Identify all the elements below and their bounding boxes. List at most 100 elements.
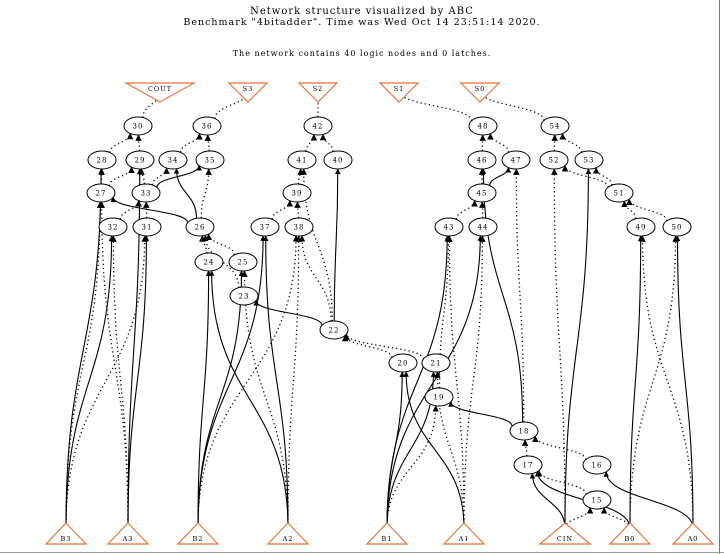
node-54: 54 xyxy=(540,116,570,136)
node-33: 33 xyxy=(131,183,161,203)
output-label: S0 xyxy=(475,85,486,93)
edge-27-to-29 xyxy=(108,166,135,186)
edge-38-to-39 xyxy=(294,201,301,219)
output-triangle xyxy=(123,82,197,103)
frame-bottom-border xyxy=(0,552,724,553)
node-ellipse xyxy=(574,150,604,170)
input-a2: A2 xyxy=(266,522,310,545)
node-ellipse xyxy=(229,286,259,306)
input-triangle xyxy=(176,522,220,545)
edge-49-to-51 xyxy=(621,200,637,219)
input-triangle xyxy=(608,522,652,545)
output-label: S1 xyxy=(394,85,405,93)
node-ellipse xyxy=(86,183,116,203)
output-triangle xyxy=(297,82,339,103)
edge-51-to-53 xyxy=(592,167,613,186)
edge-26-to-34 xyxy=(173,168,198,219)
input-b0: B0 xyxy=(608,522,652,545)
node-ellipse xyxy=(468,217,498,237)
edge-53-to-54 xyxy=(559,132,583,153)
input-triangle xyxy=(538,522,592,545)
output-triangle xyxy=(459,82,501,103)
edge-39-to-41 xyxy=(297,168,304,185)
node-label: 34 xyxy=(168,157,179,165)
input-a3: A3 xyxy=(106,522,150,545)
edge-16-to-18 xyxy=(532,435,587,460)
node-ellipse xyxy=(662,217,692,237)
edge-32-to-33 xyxy=(119,199,142,220)
output-label: COUT xyxy=(148,85,172,93)
edge-B0-to-50 xyxy=(629,235,679,529)
node-ellipse xyxy=(123,116,153,136)
input-b2: B2 xyxy=(176,522,220,545)
input-triangle xyxy=(266,522,310,545)
output-triangle xyxy=(227,82,269,103)
input-b1: B1 xyxy=(365,522,409,545)
frame-right-border xyxy=(719,0,720,554)
node-ellipse xyxy=(303,116,333,136)
input-label: A0 xyxy=(687,535,699,543)
node-21: 21 xyxy=(421,353,451,373)
input-label: B1 xyxy=(382,535,393,543)
node-ellipse xyxy=(323,150,353,170)
node-50: 50 xyxy=(662,217,692,237)
node-label: 20 xyxy=(398,360,409,368)
node-label: 39 xyxy=(292,190,303,198)
node-label: 43 xyxy=(444,224,455,232)
node-label: 30 xyxy=(133,123,144,131)
edge-B1-to-20 xyxy=(386,371,405,529)
edge-21-to-22 xyxy=(343,333,425,360)
node-35: 35 xyxy=(195,150,225,170)
node-ellipse xyxy=(194,252,224,272)
edge-48-to-S1 xyxy=(395,90,473,122)
node-23: 23 xyxy=(229,286,259,306)
edge-A2-to-37 xyxy=(262,235,289,529)
edge-35-to-36 xyxy=(204,134,212,152)
node-16: 16 xyxy=(582,455,612,475)
node-30: 30 xyxy=(123,116,153,136)
edge-43-to-45 xyxy=(455,199,478,220)
node-17: 17 xyxy=(513,455,543,475)
output-triangle xyxy=(378,82,420,103)
node-ellipse xyxy=(540,116,570,136)
node-ellipse xyxy=(132,217,162,237)
edge-24-to-26 xyxy=(199,235,208,254)
node-ellipse xyxy=(131,183,161,203)
node-22: 22 xyxy=(319,320,349,340)
edge-18-to-47 xyxy=(513,168,525,423)
node-ellipse xyxy=(228,252,258,272)
edge-19-to-43 xyxy=(438,235,452,389)
edge-51-to-52 xyxy=(561,164,609,188)
edge-CIN-to-15 xyxy=(564,507,594,529)
node-53: 53 xyxy=(574,150,604,170)
node-ellipse xyxy=(513,455,543,475)
node-34: 34 xyxy=(158,150,188,170)
node-45: 45 xyxy=(467,183,497,203)
node-29: 29 xyxy=(125,150,155,170)
edge-47-to-48 xyxy=(487,132,510,153)
node-label: 42 xyxy=(313,123,324,131)
output-s0: S0 xyxy=(459,82,501,103)
edge-A2-to-25 xyxy=(241,270,289,529)
node-ellipse xyxy=(87,150,117,170)
input-triangle xyxy=(442,522,486,545)
node-label: 54 xyxy=(550,123,561,131)
edge-B1-to-19 xyxy=(386,405,439,529)
node-38: 38 xyxy=(284,217,314,237)
edge-33-to-35 xyxy=(156,165,202,188)
edge-A0-to-49 xyxy=(639,235,694,529)
node-ellipse xyxy=(158,150,188,170)
edge-25-to-26 xyxy=(205,233,235,256)
node-ellipse xyxy=(501,150,531,170)
edge-B2-to-37 xyxy=(197,235,266,529)
edge-37-to-39 xyxy=(271,200,294,220)
node-label: 47 xyxy=(511,157,522,165)
node-ellipse xyxy=(421,353,451,373)
edge-A0-to-50 xyxy=(674,235,694,529)
input-a0: A0 xyxy=(671,522,715,545)
edge-A3-to-31 xyxy=(127,235,150,529)
node-label: 53 xyxy=(584,157,595,165)
edge-17-to-18 xyxy=(521,439,529,457)
node-label: 32 xyxy=(108,224,119,232)
node-label: 52 xyxy=(549,157,560,165)
